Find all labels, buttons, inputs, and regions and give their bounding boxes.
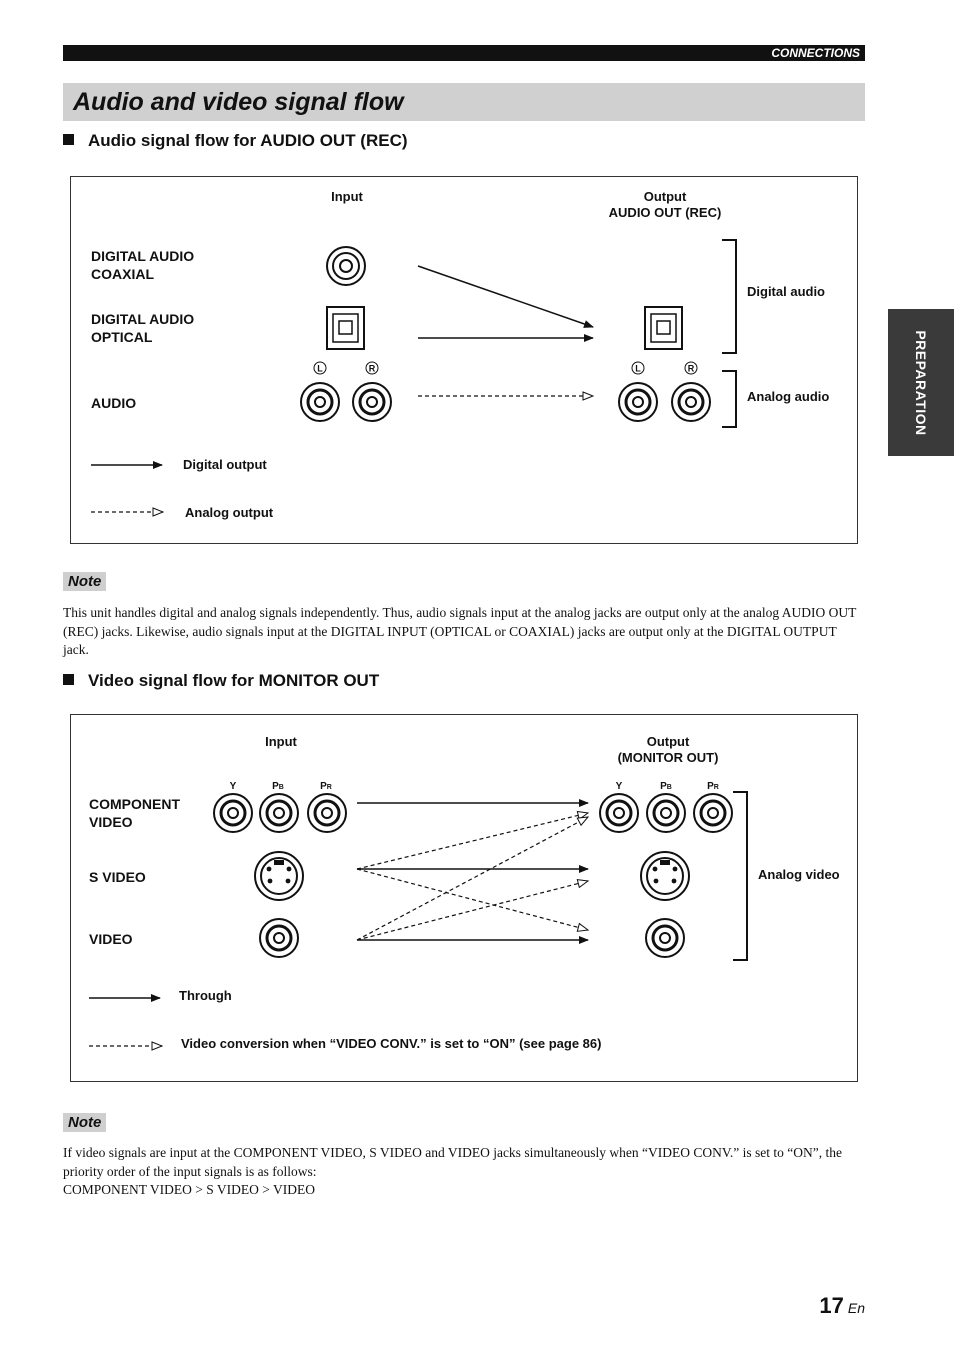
audio-diagram-svg: Input Output AUDIO OUT (REC) DIGITAL AUD… (91, 189, 829, 520)
svideo-in-icon (254, 851, 304, 901)
component-pb-out-icon (646, 793, 686, 833)
legend-analog-output: Analog output (185, 505, 274, 520)
component-pr-in-icon (307, 793, 347, 833)
video-input-label: Input (265, 734, 297, 749)
component-y-out-icon (599, 793, 639, 833)
note-tag-1: Note (63, 572, 107, 591)
note-text-2: If video signals are input at the COMPON… (63, 1144, 865, 1200)
header-bar: CONNECTIONS (63, 45, 865, 61)
rca-out-jack-left-icon (618, 382, 658, 422)
bullet-square-icon (63, 134, 74, 145)
bullet-square-icon (63, 674, 74, 685)
svideo-out-icon (640, 851, 690, 901)
component-pb-in-icon (259, 793, 299, 833)
video-output-label: Output (647, 734, 690, 749)
audio-heading-text: Audio signal flow for AUDIO OUT (REC) (88, 131, 408, 150)
audio-diagram: Input Output AUDIO OUT (REC) DIGITAL AUD… (70, 176, 858, 544)
optical-jack-icon (326, 306, 365, 350)
section-label: CONNECTIONS (771, 46, 860, 60)
label-y-in: Y (230, 781, 237, 792)
audio-heading: Audio signal flow for AUDIO OUT (REC) (63, 131, 408, 151)
jack-label-l-out-icon: L (631, 361, 645, 375)
svg-text:L: L (635, 364, 641, 374)
label-coaxial-1: DIGITAL AUDIO (91, 248, 194, 264)
video-heading: Video signal flow for MONITOR OUT (63, 671, 379, 691)
label-optical-1: DIGITAL AUDIO (91, 311, 194, 327)
rca-jack-right-icon (352, 382, 392, 422)
conv-arrow-video-to-svideo (356, 881, 588, 941)
digital-audio-label: Digital audio (747, 284, 825, 299)
rca-jack-left-icon (300, 382, 340, 422)
analog-video-label: Analog video (758, 867, 840, 882)
component-y-in-icon (213, 793, 253, 833)
svg-text:R: R (688, 364, 695, 374)
video-heading-text: Video signal flow for MONITOR OUT (88, 671, 380, 690)
label-y-out: Y (616, 781, 623, 792)
label-pb-out: PB (660, 781, 672, 792)
audio-output-sublabel: AUDIO OUT (REC) (609, 205, 722, 220)
label-component-2: VIDEO (89, 814, 133, 830)
page-lang: En (847, 1300, 865, 1316)
note-text-1: This unit handles digital and analog sig… (63, 605, 857, 657)
svg-text:L: L (317, 364, 323, 374)
rca-out-jack-right-icon (671, 382, 711, 422)
label-optical-2: OPTICAL (91, 329, 153, 345)
digital-bracket (722, 239, 737, 354)
arrow-coaxial-to-optical (417, 265, 594, 328)
conv-arrow-svideo-to-video (356, 868, 588, 930)
conv-arrow-video-to-component (356, 817, 588, 941)
video-diagram-svg: Input Output (MONITOR OUT) COMPONENT VID… (89, 734, 840, 1051)
label-component-1: COMPONENT (89, 796, 180, 812)
video-out-icon (645, 918, 685, 958)
legend-digital-output: Digital output (183, 457, 267, 472)
jack-label-r-icon: R (365, 361, 379, 375)
analog-audio-label: Analog audio (747, 389, 829, 404)
note-tag-2: Note (63, 1113, 107, 1132)
legend-through: Through (179, 988, 232, 1003)
audio-input-label: Input (331, 189, 363, 204)
label-coaxial-2: COAXIAL (91, 266, 154, 282)
optical-out-jack-icon (644, 306, 683, 350)
side-tab: PREPARATION (888, 309, 954, 456)
jack-label-l-icon: L (313, 361, 327, 375)
coaxial-jack-icon (326, 246, 366, 286)
label-pr-out: PR (707, 781, 719, 792)
page-title: Audio and video signal flow (73, 88, 404, 116)
page-number-value: 17 (819, 1293, 844, 1318)
label-video: VIDEO (89, 931, 133, 947)
component-pr-out-icon (693, 793, 733, 833)
video-output-sublabel: (MONITOR OUT) (618, 750, 719, 765)
svg-text:R: R (369, 364, 376, 374)
label-pb-in: PB (272, 781, 284, 792)
side-tab-label: PREPARATION (913, 329, 929, 436)
analog-bracket (722, 370, 737, 428)
note-text-2-line1: If video signals are input at the COMPON… (63, 1145, 843, 1179)
video-in-icon (259, 918, 299, 958)
label-pr-in: PR (320, 781, 332, 792)
audio-output-label: Output (644, 189, 687, 204)
label-audio: AUDIO (91, 395, 136, 411)
video-diagram: Input Output (MONITOR OUT) COMPONENT VID… (70, 714, 858, 1082)
analog-video-bracket (733, 791, 748, 961)
jack-label-r-out-icon: R (684, 361, 698, 375)
legend-conversion: Video conversion when “VIDEO CONV.” is s… (181, 1036, 601, 1051)
label-svideo: S VIDEO (89, 869, 146, 885)
title-banner: Audio and video signal flow (63, 83, 865, 121)
note-text-2-line2: COMPONENT VIDEO > S VIDEO > VIDEO (63, 1182, 315, 1197)
conv-arrow-svideo-to-component (356, 813, 588, 870)
